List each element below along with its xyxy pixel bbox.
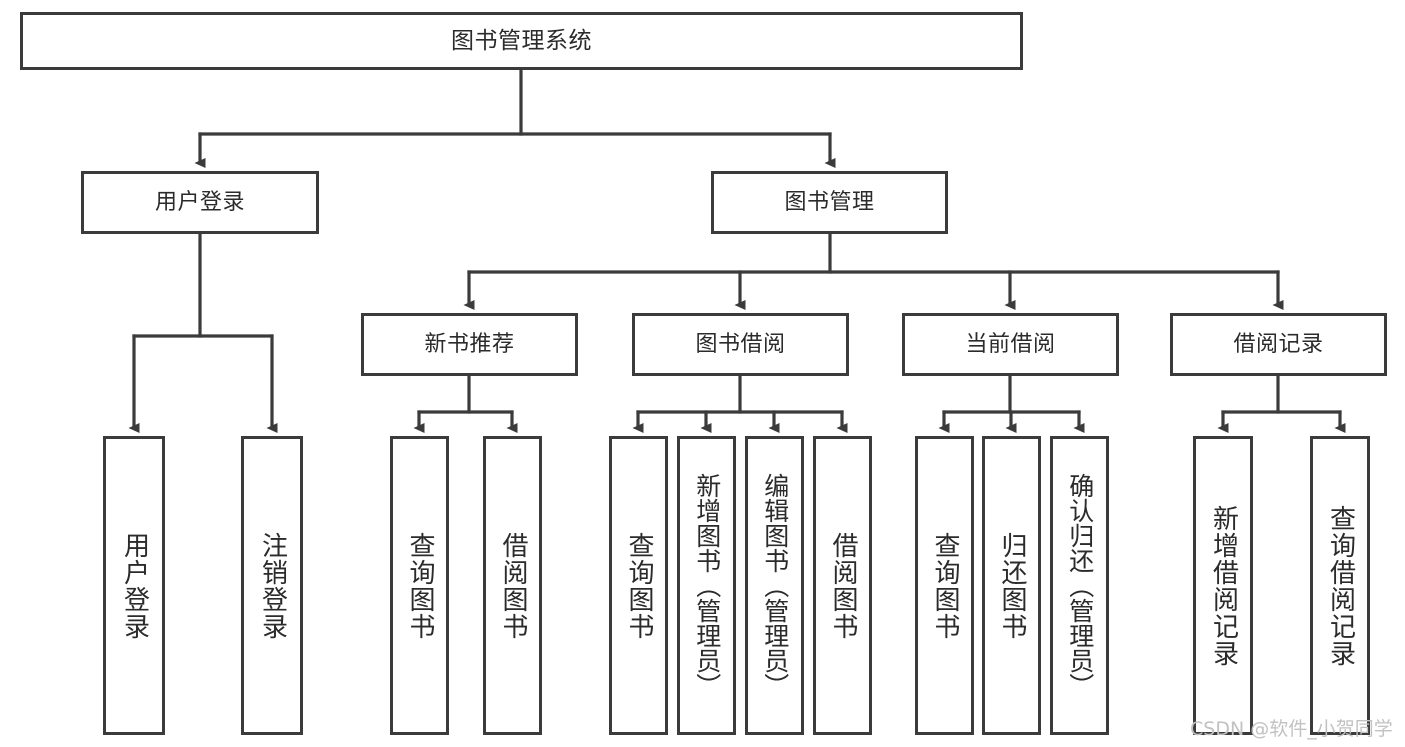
node-leaf-query-book-1[interactable]: 查询图书 xyxy=(390,436,449,735)
node-leaf-borrow-book-2-label: 借阅图书 xyxy=(828,531,859,640)
node-leaf-edit-book-admin-label: 编辑图书（管理员） xyxy=(760,473,790,698)
node-borrow-record[interactable]: 借阅记录 xyxy=(1170,313,1387,376)
node-borrow-record-label: 借阅记录 xyxy=(1233,331,1324,357)
node-leaf-borrow-book-1-label: 借阅图书 xyxy=(498,531,529,640)
node-root-label: 图书管理系统 xyxy=(451,27,592,54)
node-current-borrow[interactable]: 当前借阅 xyxy=(902,313,1119,376)
node-current-borrow-label: 当前借阅 xyxy=(965,331,1056,357)
node-leaf-query-book-3-label: 查询图书 xyxy=(930,531,961,640)
node-leaf-borrow-book-1[interactable]: 借阅图书 xyxy=(483,436,542,735)
node-leaf-add-book-admin[interactable]: 新增图书（管理员） xyxy=(677,436,736,735)
node-leaf-return-book[interactable]: 归还图书 xyxy=(982,436,1041,735)
node-leaf-edit-book-admin[interactable]: 编辑图书（管理员） xyxy=(745,436,804,735)
watermark-text: CSDN @软件_小贺同学 xyxy=(1190,718,1393,740)
node-new-book-rec-label: 新书推荐 xyxy=(424,331,515,357)
node-leaf-add-borrow-record[interactable]: 新增借阅记录 xyxy=(1193,436,1253,735)
node-leaf-user-login-label: 用户登录 xyxy=(119,531,150,640)
node-leaf-query-book-3[interactable]: 查询图书 xyxy=(915,436,974,735)
node-leaf-borrow-book-2[interactable]: 借阅图书 xyxy=(813,436,872,735)
node-user-login-label: 用户登录 xyxy=(154,189,245,215)
node-leaf-return-book-label: 归还图书 xyxy=(997,531,1028,640)
node-book-borrow[interactable]: 图书借阅 xyxy=(632,313,849,376)
node-new-book-rec[interactable]: 新书推荐 xyxy=(361,313,578,376)
node-book-manage-label: 图书管理 xyxy=(784,189,875,215)
node-leaf-query-borrow-record[interactable]: 查询借阅记录 xyxy=(1310,436,1370,735)
node-root[interactable]: 图书管理系统 xyxy=(20,12,1023,70)
node-leaf-query-book-1-label: 查询图书 xyxy=(405,531,436,640)
node-leaf-logout-label: 注销登录 xyxy=(257,531,288,640)
node-leaf-query-book-2[interactable]: 查询图书 xyxy=(609,436,668,735)
node-leaf-confirm-return-admin[interactable]: 确认归还（管理员） xyxy=(1050,436,1109,735)
node-leaf-logout[interactable]: 注销登录 xyxy=(241,436,303,735)
node-book-manage[interactable]: 图书管理 xyxy=(711,171,948,234)
node-leaf-query-borrow-record-label: 查询借阅记录 xyxy=(1325,504,1356,667)
node-user-login[interactable]: 用户登录 xyxy=(81,171,319,234)
node-leaf-user-login[interactable]: 用户登录 xyxy=(103,436,165,735)
node-leaf-confirm-return-admin-label: 确认归还（管理员） xyxy=(1065,473,1095,698)
node-leaf-add-book-admin-label: 新增图书（管理员） xyxy=(692,473,722,698)
node-leaf-add-borrow-record-label: 新增借阅记录 xyxy=(1208,504,1239,667)
node-book-borrow-label: 图书借阅 xyxy=(695,331,786,357)
node-leaf-query-book-2-label: 查询图书 xyxy=(624,531,655,640)
